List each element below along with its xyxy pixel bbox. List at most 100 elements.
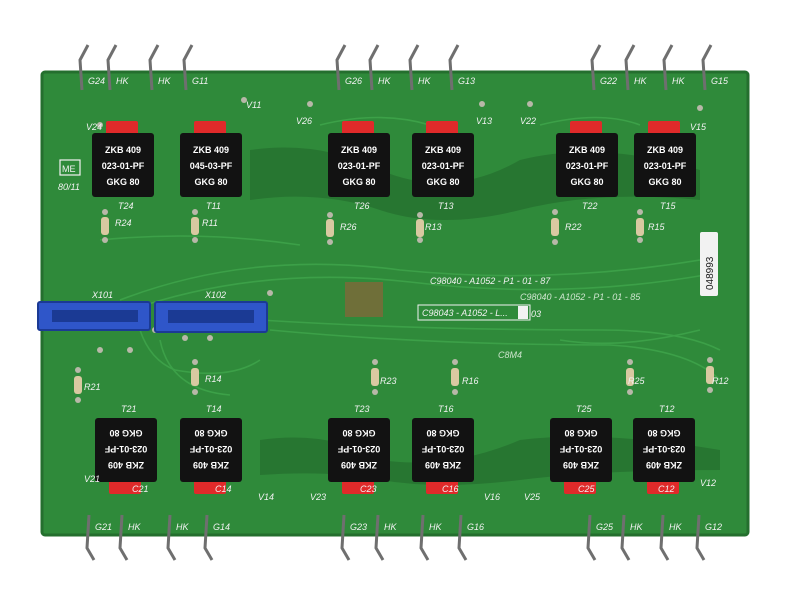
relay-marking: 023-01-PF bbox=[422, 161, 465, 171]
pin bbox=[586, 514, 597, 561]
pcb-code-3: C98043 - A1052 - L... bbox=[422, 308, 508, 318]
bottom-pin-label: G14 bbox=[213, 522, 230, 532]
relay-marking: GKG 80 bbox=[570, 177, 603, 187]
relay-marking: 023-01-PF bbox=[338, 161, 381, 171]
relay-marking: GKG 80 bbox=[564, 428, 597, 438]
pcb-traces bbox=[99, 116, 721, 396]
relay-marking: GKG 80 bbox=[194, 428, 227, 438]
pin bbox=[166, 514, 177, 561]
relay: ZKB 409 023-01-PF GKG 80 T15 bbox=[634, 121, 696, 211]
pin bbox=[662, 44, 674, 91]
relay-ref: T23 bbox=[354, 404, 370, 414]
pcb-code-1: C98040 - A1052 - P1 - 01 - 87 bbox=[430, 276, 551, 286]
relay-marking: GKG 80 bbox=[648, 177, 681, 187]
component-label: R11 bbox=[202, 218, 218, 228]
component-label: R16 bbox=[462, 376, 479, 386]
pin bbox=[659, 514, 670, 561]
relay-marking: ZKB 409 bbox=[105, 145, 141, 155]
relay-marking: 023-01-PF bbox=[421, 444, 464, 454]
marking-mid: C8M4 bbox=[498, 350, 522, 360]
date-code: 80/11 bbox=[58, 182, 80, 192]
top-pin-label: G26 bbox=[345, 76, 362, 86]
top-pin-label: HK bbox=[418, 76, 431, 86]
component-label: V25 bbox=[524, 492, 541, 502]
relay-marking: ZKB 409 bbox=[341, 145, 377, 155]
pcb-code-2: C98040 - A1052 - P1 - 01 - 85 bbox=[520, 292, 641, 302]
relay-marking: ZKB 409 bbox=[193, 460, 229, 470]
connector-x102-label: X102 bbox=[204, 290, 226, 300]
relay-ref: T12 bbox=[659, 404, 675, 414]
relay-marking: 023-01-PF bbox=[644, 161, 687, 171]
component-label: C14 bbox=[215, 484, 232, 494]
component-label: C25 bbox=[578, 484, 596, 494]
pin bbox=[148, 44, 160, 91]
copper-pad bbox=[345, 282, 383, 317]
component-label: V22 bbox=[520, 116, 536, 126]
relay-marking: ZKB 409 bbox=[569, 145, 605, 155]
component-label: V16 bbox=[484, 492, 500, 502]
relay-marking: GKG 80 bbox=[426, 177, 459, 187]
relay-ref: T15 bbox=[660, 201, 677, 211]
component-label: V26 bbox=[296, 116, 312, 126]
pin bbox=[419, 514, 430, 561]
relay-ref: T11 bbox=[206, 201, 221, 211]
bottom-pin-label: G12 bbox=[705, 522, 722, 532]
pin bbox=[203, 514, 214, 561]
top-pin-label: G13 bbox=[458, 76, 475, 86]
pin bbox=[624, 44, 636, 91]
relay-marking: 023-01-PF bbox=[642, 444, 685, 454]
pin bbox=[85, 514, 96, 561]
relay-marking: ZKB 409 bbox=[647, 145, 683, 155]
relay-marking: ZKB 409 bbox=[193, 145, 229, 155]
relay-marking: ZKB 409 bbox=[425, 460, 461, 470]
component-label: R26 bbox=[340, 222, 357, 232]
bottom-pin-label: HK bbox=[429, 522, 442, 532]
relay: ZKB 409 023-01-PF GKG 80 T26 bbox=[328, 121, 390, 211]
pin bbox=[106, 44, 118, 91]
pcb-code-3-suffix: 03 bbox=[531, 309, 541, 319]
connector-x101-label: X101 bbox=[91, 290, 113, 300]
relay-marking: 023-01-PF bbox=[559, 444, 602, 454]
component-label: C16 bbox=[442, 484, 459, 494]
component-label: V21 bbox=[84, 474, 100, 484]
relay-marking: GKG 80 bbox=[194, 177, 227, 187]
resistors bbox=[74, 217, 714, 394]
pin bbox=[620, 514, 631, 561]
relay-ref: T26 bbox=[354, 201, 370, 211]
pin bbox=[118, 514, 129, 561]
component-label: V13 bbox=[476, 116, 492, 126]
relay-marking: GKG 80 bbox=[342, 177, 375, 187]
top-pin-label: HK bbox=[634, 76, 647, 86]
component-label: V12 bbox=[700, 478, 716, 488]
me-logo: ME bbox=[59, 159, 81, 176]
relay-marking: 023-01-PF bbox=[337, 444, 380, 454]
top-pin-label: HK bbox=[158, 76, 171, 86]
relay-ref: T21 bbox=[121, 404, 137, 414]
pin bbox=[78, 44, 90, 91]
top-pin-label: HK bbox=[378, 76, 391, 86]
bottom-pin-label: G23 bbox=[350, 522, 367, 532]
relay-marking: ZKB 409 bbox=[563, 460, 599, 470]
bottom-pin-label: G21 bbox=[95, 522, 112, 532]
bottom-pin-label: HK bbox=[176, 522, 189, 532]
component-label: R24 bbox=[115, 218, 132, 228]
pin bbox=[340, 514, 351, 561]
bottom-pin-label: G25 bbox=[596, 522, 614, 532]
component-label: R15 bbox=[648, 222, 666, 232]
top-pin-label: G24 bbox=[88, 76, 105, 86]
relay-marking: 023-01-PF bbox=[566, 161, 609, 171]
bottom-pin-label: HK bbox=[630, 522, 643, 532]
pin bbox=[368, 44, 380, 91]
pin bbox=[408, 44, 420, 91]
pin bbox=[182, 44, 194, 91]
